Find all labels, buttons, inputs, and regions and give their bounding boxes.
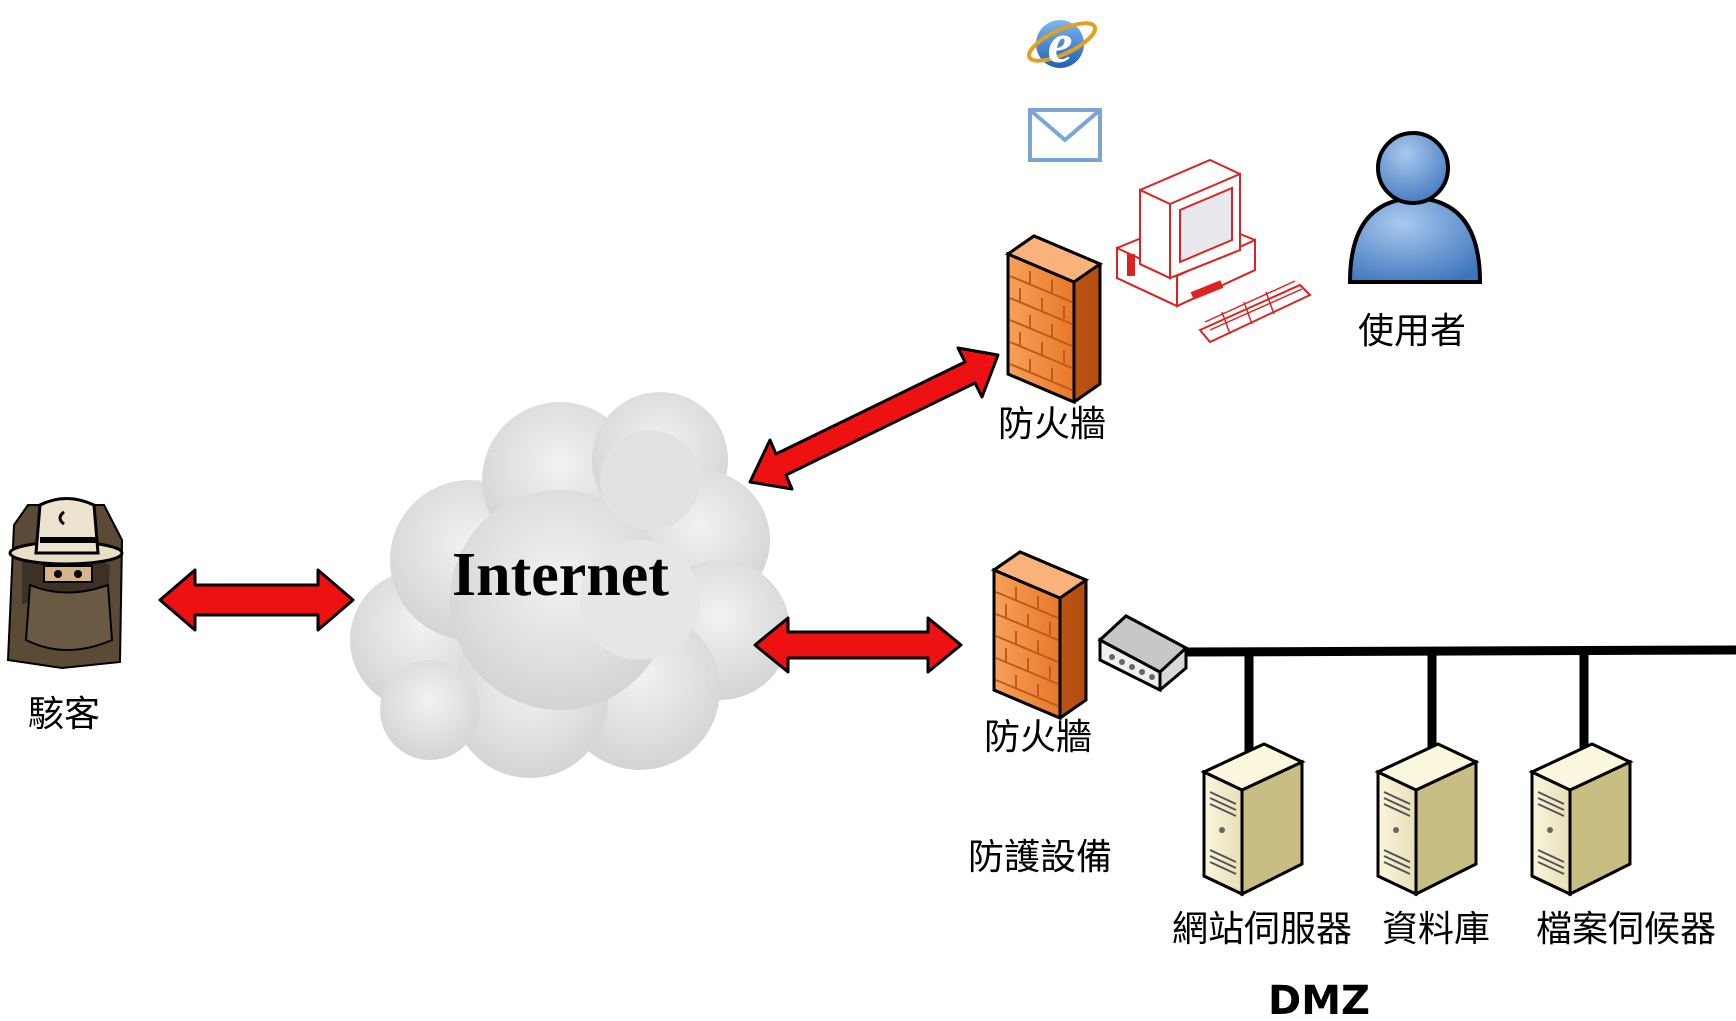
firewall-icon [992,550,1088,720]
internet-dmz-arrow [753,616,963,674]
server-icon [1202,742,1304,896]
file-server-label: 檔案伺候器 [1536,909,1717,950]
hacker-label: 駭客 [28,694,101,735]
internet-user-arrow [748,346,1000,491]
network-line [1185,645,1736,756]
server-icon [1376,742,1478,896]
internet-label: Internet [452,541,669,609]
firewall-icon [1006,234,1102,404]
svg-text:e: e [1048,13,1073,75]
hacker-internet-arrow [158,568,355,632]
cloud-icon [350,392,790,778]
server-icon [1530,742,1632,896]
web-server-label: 網站伺服器 [1172,909,1353,950]
firewall-label-top: 防火牆 [998,404,1107,445]
database-label: 資料庫 [1382,909,1491,950]
mail-icon [1028,108,1102,162]
network-switch-icon [1097,614,1189,693]
firewall-label-bottom: 防火牆 [984,717,1093,758]
desktop-computer-icon [1116,158,1312,344]
user-icon [1347,131,1483,284]
dmz-label: DMZ [1268,978,1371,1021]
hacker-icon [6,497,124,670]
internet-explorer-icon: e [1026,13,1098,75]
user-label: 使用者 [1358,311,1467,352]
protection-label: 防護設備 [968,837,1113,878]
